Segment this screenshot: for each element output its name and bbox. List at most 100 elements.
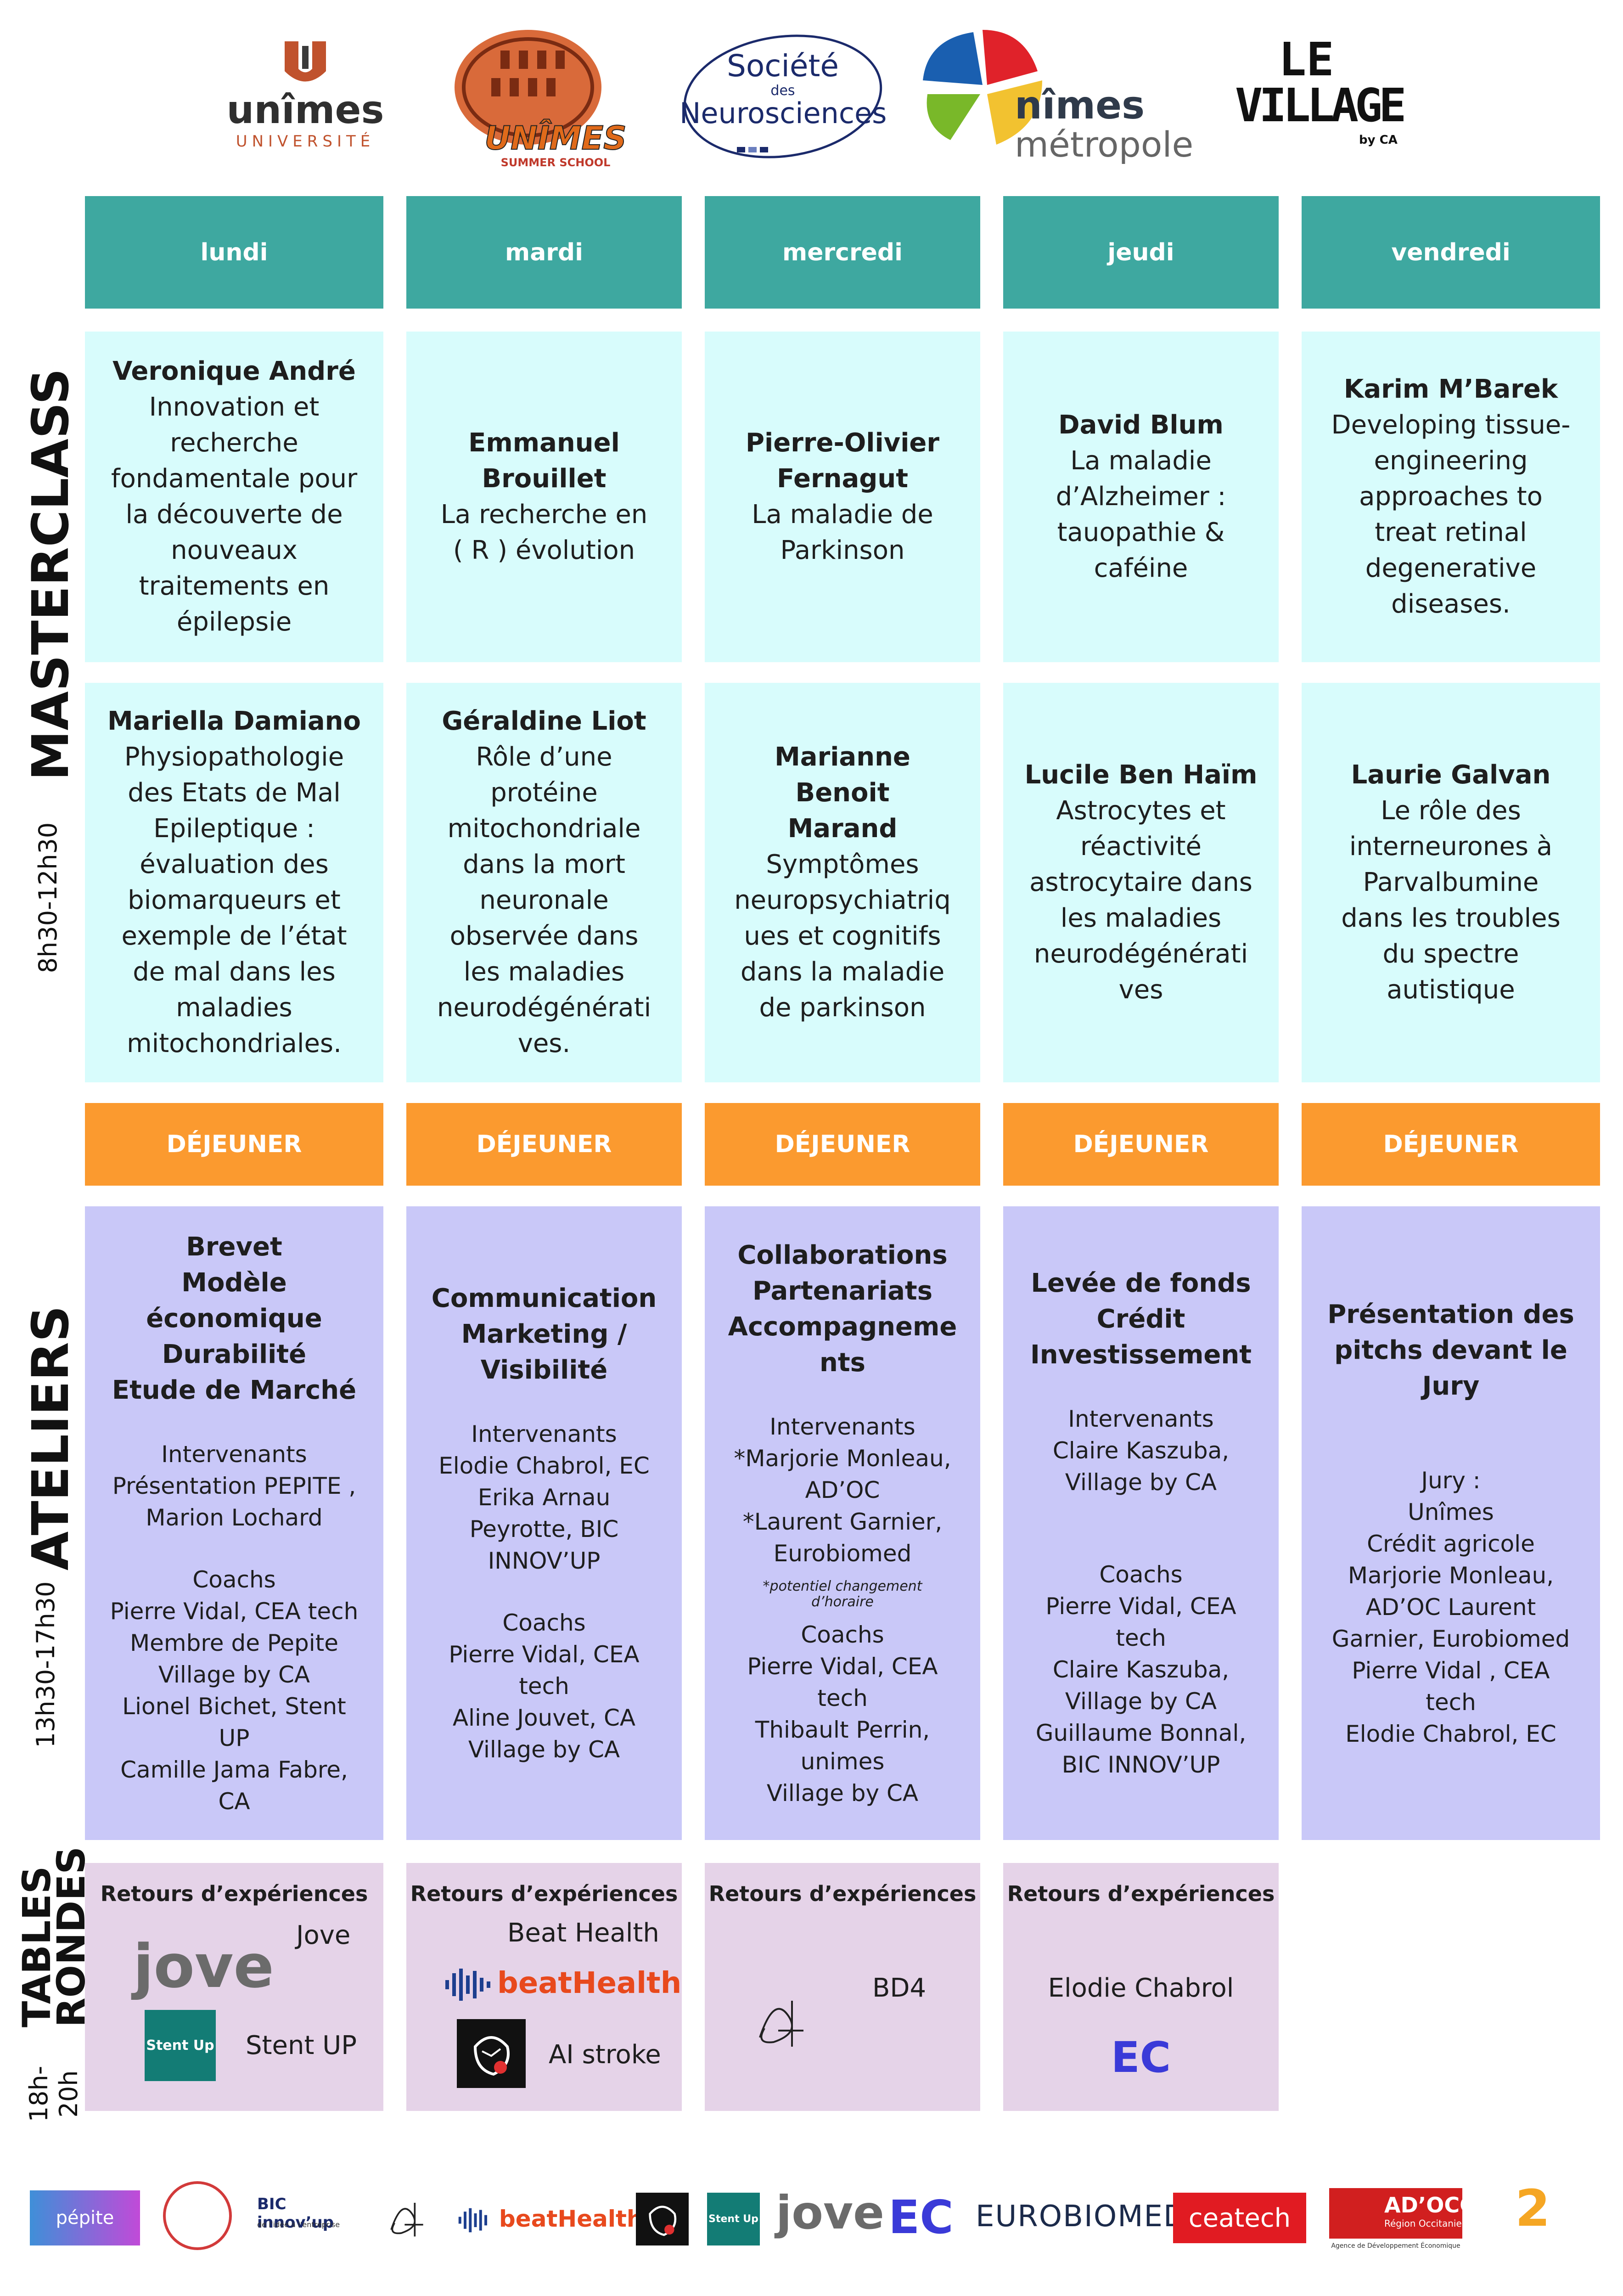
unimes-name: unîmes [226, 87, 384, 132]
masterclass-topic: ves. [517, 1029, 571, 1058]
beathealth-logo: beatHealth [443, 1964, 681, 2005]
dejeuner-cell: DÉJEUNER [85, 1103, 383, 1186]
footer-logos: pépite BIC innov’up de l’idée à l’entrep… [0, 2167, 1623, 2268]
masterclass-topic: biomarqueurs et [128, 885, 341, 915]
masterclass-topic: neurodégénérati [437, 993, 651, 1023]
atelier-note: *potentiel changement [763, 1578, 922, 1594]
day-header-mercredi: mercredi [705, 196, 980, 309]
atelier-detail: Jury : [1421, 1467, 1481, 1494]
masterclass-topic: Symptômes [766, 850, 919, 879]
day-header-vendredi: vendredi [1302, 196, 1600, 309]
dejeuner-cell: DÉJEUNER [406, 1103, 682, 1186]
atelier-title: Communication [431, 1283, 657, 1313]
atelier-detail: Pierre Vidal, CEA [1045, 1593, 1236, 1620]
atelier-title: Modèle [181, 1267, 287, 1298]
table-ronde-header: Retours d’expériences [1007, 1881, 1275, 1906]
stent-up-label: Stent UP [246, 2031, 357, 2060]
beathealth-footer-text: beatHealth [499, 2206, 643, 2232]
beat-health-label: Beat Health [507, 1918, 659, 1948]
village-line1: LE [1279, 33, 1334, 86]
le-village-logo: LE VILLAGE by CA [1235, 37, 1414, 161]
atelier-detail: Coachs [192, 1566, 276, 1593]
bd4-footer-logo [381, 2190, 432, 2245]
atelier-detail: CA [218, 1788, 250, 1815]
atelier-detail: tech [1116, 1625, 1166, 1651]
atelier-detail: Marjorie Monleau, [1348, 1562, 1554, 1589]
ec-footer-logo: EC [888, 2190, 954, 2244]
stent-up-logo: Stent Up [145, 2010, 216, 2081]
atelier-detail: Membre de Pepite [130, 1629, 338, 1656]
page-number: 2 [1515, 2179, 1550, 2238]
soundwave-icon [445, 1969, 490, 2001]
masterclass-topic: Developing tissue- [1331, 410, 1571, 440]
ec-logo: EC [1111, 2033, 1171, 2082]
beathealth-logo-text: beatHealth [497, 1966, 682, 2000]
atelier-title: Jury [1422, 1371, 1480, 1401]
atelier-detail: Guillaume Bonnal, [1035, 1720, 1247, 1746]
masterclass-topic: de mal dans les [133, 957, 336, 987]
masterclass-topic: Parvalbumine [1363, 867, 1539, 897]
speaker-name: Laurie Galvan [1351, 760, 1551, 790]
masterclass-topic: mitochondriales. [127, 1029, 342, 1058]
summer-school-sub: SUMMER SCHOOL [500, 156, 611, 169]
atelier-title: Brevet [186, 1232, 282, 1262]
sdn-line2: des [770, 83, 795, 99]
masterclass-topic: degenerative [1365, 553, 1537, 583]
atelier-detail: Village by CA [1065, 1469, 1217, 1496]
tables-time-1: 18h- [24, 2065, 53, 2122]
table-ronde-header: Retours d’expériences [100, 1881, 368, 1906]
masterclass-topic: des Etats de Mal [128, 778, 341, 808]
atelier-detail: Aline Jouvet, CA [452, 1705, 636, 1731]
nimes-name: nîmes [1015, 83, 1145, 128]
table-ronde-header: Retours d’expériences [708, 1881, 977, 1906]
masterclass-topic: approaches to [1359, 482, 1543, 512]
jove-footer-logo: jove [776, 2186, 884, 2240]
table-ronde-cell: Retours d’expériences Beat Health beatHe… [406, 1863, 682, 2111]
nimes-flower-icon [923, 30, 1042, 145]
label-logo [163, 2181, 232, 2250]
village-line2: VILLAGE [1235, 79, 1406, 132]
atelier-title: Durabilité [162, 1339, 307, 1369]
masterclass-topic: la découverte de [125, 500, 343, 529]
unimes-u-icon [285, 41, 326, 82]
atelier-title: nts [820, 1347, 865, 1378]
table-ronde-cell: Retours d’expériences Elodie Chabrol EC [1003, 1863, 1279, 2111]
speaker-name: Géraldine Liot [442, 706, 646, 736]
ceatech-logo: ceatech [1173, 2193, 1306, 2243]
speaker-name: Pierre-Olivier [746, 428, 939, 458]
atelier-detail: Coachs [1099, 1561, 1183, 1588]
masterclass-topic: diseases. [1391, 589, 1511, 619]
ai-brain-icon [649, 2206, 677, 2236]
masterclass-topic: Rôle d’une [476, 742, 612, 772]
speaker-name: Marand [787, 814, 898, 844]
masterclass-topic: astrocytaire dans [1029, 867, 1252, 897]
brain-colosseum-icon [455, 30, 601, 145]
atelier-detail: Village by CA [766, 1779, 919, 1806]
masterclass-topic: Astrocytes et [1056, 796, 1226, 826]
jove-logo: jove [133, 1931, 274, 2001]
masterclass-topic: Innovation et [149, 392, 320, 422]
adocc-box [1329, 2188, 1462, 2239]
atelier-title: Visibilité [480, 1355, 608, 1385]
atelier-detail: tech [519, 1673, 569, 1699]
bic-innovup-text: BIC innov’up [257, 2195, 334, 2232]
sdn-ellipse-icon [683, 34, 882, 158]
dejeuner-cell: DÉJEUNER [705, 1103, 980, 1186]
speaker-name: Lucile Ben Haïm [1024, 760, 1258, 790]
masterclass-topic: dans la mort [463, 850, 625, 879]
masterclass-topic: La maladie [1070, 446, 1212, 476]
dejeuner-cell: DÉJEUNER [1302, 1103, 1600, 1186]
table-ronde-cell: Retours d’expériences BD4 [705, 1863, 980, 2111]
masterclass-label: MASTERCLASS [21, 368, 80, 781]
atelier-title: Crédit [1096, 1304, 1185, 1334]
summer-school-name: UNÎMES [484, 119, 627, 158]
atelier-detail: UP [219, 1724, 250, 1751]
masterclass-topic: Epileptique : [153, 814, 315, 844]
speaker-name: Mariella Damiano [107, 706, 361, 736]
masterclass-topic: mitochondriale [447, 814, 641, 844]
